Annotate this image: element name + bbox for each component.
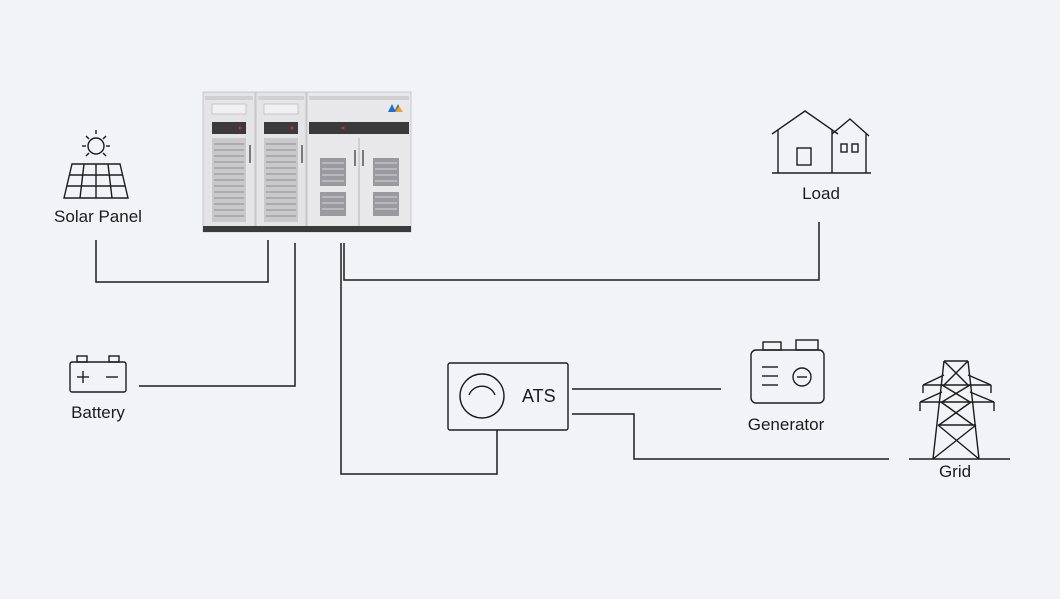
battery-icon — [69, 355, 127, 393]
energy-storage-cabinet — [202, 91, 412, 233]
solar-to-cabinet-line — [95, 240, 269, 283]
cabinet-to-ats-line — [340, 243, 498, 475]
house-icon — [771, 110, 871, 174]
ats-dial-icon — [459, 373, 505, 419]
generator-icon — [750, 339, 825, 404]
solar-panel-label: Solar Panel — [54, 207, 142, 226]
generator-label: Generator — [747, 415, 825, 434]
load-label: Load — [802, 184, 840, 203]
ats-box — [447, 362, 569, 431]
battery-to-cabinet-line — [139, 243, 296, 387]
ats-to-grid-line — [572, 413, 889, 460]
cabinet-to-load-line — [343, 222, 820, 281]
grid-label: Grid — [938, 462, 972, 481]
battery-label: Battery — [71, 403, 125, 422]
connection-lines — [95, 222, 889, 475]
ats-label: ATS — [522, 386, 556, 406]
solar-panel-icon — [63, 130, 129, 199]
transmission-tower-icon — [909, 360, 1010, 460]
